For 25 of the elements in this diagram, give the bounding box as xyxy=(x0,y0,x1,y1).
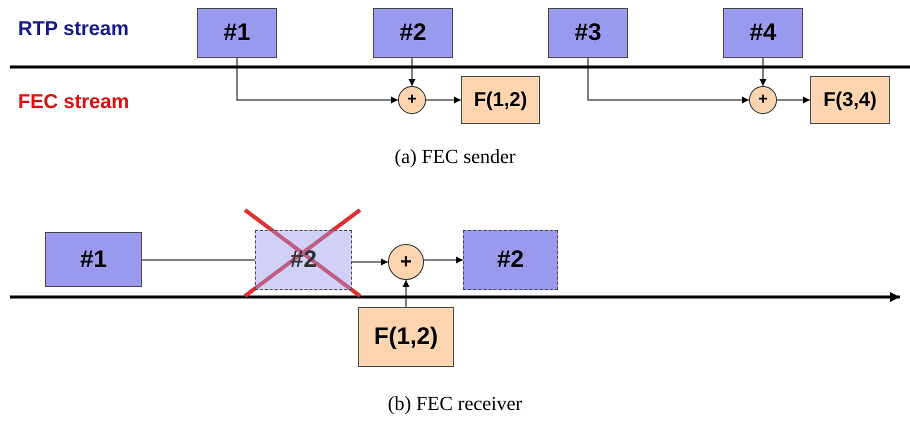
stream-label: FEC stream xyxy=(18,91,130,114)
packet-box: #2 xyxy=(373,8,453,58)
xor-circle: + xyxy=(398,86,426,114)
arrow xyxy=(426,96,462,104)
packet-box: #1 xyxy=(197,8,277,58)
arrow xyxy=(776,96,810,104)
xor-circle: + xyxy=(388,244,424,280)
arrow xyxy=(402,280,410,308)
stream-label: RTP stream xyxy=(18,18,129,41)
figure-caption: (a) FEC sender xyxy=(393,146,517,169)
recovered-packet-box: #2 xyxy=(463,230,558,290)
arrow xyxy=(588,58,750,104)
fec-packet-box: F(3,4) xyxy=(810,76,890,124)
arrow xyxy=(408,58,416,86)
arrow xyxy=(424,256,464,264)
packet-box: #1 xyxy=(45,232,142,287)
figure-caption: (b) FEC receiver xyxy=(386,393,524,416)
arrow xyxy=(236,58,398,104)
fec-packet-box: F(1,2) xyxy=(461,76,540,124)
packet-box: #4 xyxy=(723,8,803,58)
arrow xyxy=(352,258,388,266)
arrow xyxy=(760,58,766,86)
xor-circle: + xyxy=(749,86,777,114)
packet-box: #3 xyxy=(548,8,628,58)
fec-packet-box: F(1,2) xyxy=(358,307,454,367)
